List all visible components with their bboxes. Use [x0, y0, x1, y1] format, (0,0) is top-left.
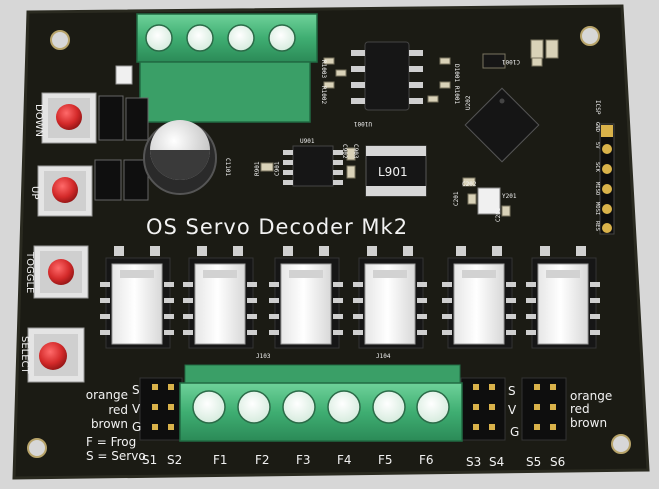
- relay-row: [100, 246, 600, 349]
- ic-u1001: [351, 41, 423, 111]
- icsp-pin-label: MOSI: [594, 202, 600, 215]
- pin-letter: V: [132, 402, 141, 416]
- icsp-header: [599, 123, 615, 235]
- servo-header-s3s4: [460, 377, 506, 441]
- label-c901: C901: [274, 161, 281, 176]
- connector-label: S1: [142, 453, 157, 467]
- icsp-pin-labels: GND 5V SCK MISO MOSI RES: [594, 122, 600, 231]
- connector-label: S5: [526, 455, 541, 469]
- connector-labels: S1 S2 F1 F2 F3 F4 F5 F6 S3 S4 S5 S6: [142, 453, 565, 469]
- label-c1101: C1101: [224, 158, 231, 176]
- wire-color-label: red: [108, 403, 128, 417]
- wire-color-label: red: [570, 402, 590, 416]
- relay: [526, 246, 600, 349]
- connector-label: S4: [489, 455, 504, 469]
- pin-letter: G: [510, 425, 519, 439]
- wire-color-label: orange: [86, 388, 128, 402]
- key-frog: F = Frog: [86, 435, 136, 449]
- label-c203: C203: [495, 207, 502, 222]
- inductor-l901: [365, 145, 427, 197]
- button-label-down: DOWN: [33, 104, 44, 137]
- icsp-pin-label: MISO: [594, 182, 600, 195]
- crystal-y201: [477, 187, 501, 215]
- connector-label: F2: [255, 453, 270, 467]
- bottom-terminal-block: [179, 364, 463, 442]
- label-c1001: C1001: [502, 58, 520, 65]
- connector-label: F6: [419, 453, 434, 467]
- servo-header-s5s6: [521, 377, 567, 441]
- pin-letter: G: [132, 420, 141, 434]
- label-c902: C902: [341, 144, 348, 159]
- button-toggle: [33, 245, 89, 299]
- connector-label: S2: [167, 453, 182, 467]
- mcu-u202: [464, 87, 540, 163]
- pin-letter: S: [508, 384, 516, 398]
- label-c201: C201: [453, 191, 460, 206]
- top-terminal-block: [136, 13, 318, 123]
- relay: [353, 246, 427, 349]
- connector-label: F5: [378, 453, 393, 467]
- board-title: OS Servo Decoder Mk2: [146, 215, 408, 239]
- label-y201: Y201: [502, 193, 517, 200]
- inductor-label: L901: [378, 165, 408, 179]
- key-servo: S = Servo: [86, 449, 146, 463]
- relay: [183, 246, 257, 349]
- pin-letter: S: [132, 383, 140, 397]
- relay: [269, 246, 343, 349]
- power-components: [94, 65, 149, 201]
- connector-label: F4: [337, 453, 352, 467]
- wire-color-label: brown: [570, 416, 607, 430]
- label-u901: U901: [300, 138, 315, 145]
- button-label-toggle: TOGGLE: [24, 251, 35, 293]
- label-r1003: R1003: [320, 60, 327, 78]
- servo-header-left: [139, 377, 183, 441]
- relay: [442, 246, 516, 349]
- icsp-pin-label: GND: [594, 122, 600, 132]
- label-u202: U202: [465, 95, 472, 110]
- button-label-up: UP: [29, 186, 40, 199]
- label-d1001: D1001: [453, 64, 460, 82]
- label-j104: J104: [376, 353, 391, 360]
- icsp-pin-label: RES: [594, 221, 600, 231]
- capacitor-c1101: [143, 120, 217, 195]
- connector-label: F3: [296, 453, 311, 467]
- label-c903: C903: [352, 144, 359, 159]
- wire-color-label: orange: [570, 389, 612, 403]
- relay: [100, 246, 174, 349]
- mounting-holes: [27, 26, 631, 458]
- connector-label: F1: [213, 453, 228, 467]
- connector-label: S6: [550, 455, 565, 469]
- label-u1001: U1001: [354, 120, 372, 127]
- button-up: [37, 165, 93, 217]
- wire-color-label: brown: [91, 417, 128, 431]
- connector-label: S3: [466, 455, 481, 469]
- smd-passives: [260, 39, 559, 217]
- button-down: [41, 92, 97, 144]
- label-j103: J103: [256, 353, 271, 360]
- ic-u901: [283, 145, 343, 187]
- label-c202: C202: [462, 181, 477, 188]
- label-r1002: R1002: [320, 86, 327, 104]
- icsp-label: ICSP: [594, 100, 601, 115]
- label-r1001: R1001: [453, 86, 460, 104]
- button-label-select: SELECT: [19, 336, 30, 375]
- pin-letter: V: [508, 403, 517, 417]
- label-r901: R901: [254, 161, 261, 176]
- icsp-pin-label: SCK: [594, 162, 600, 173]
- button-select: [27, 327, 85, 383]
- icsp-pin-label: 5V: [594, 142, 600, 149]
